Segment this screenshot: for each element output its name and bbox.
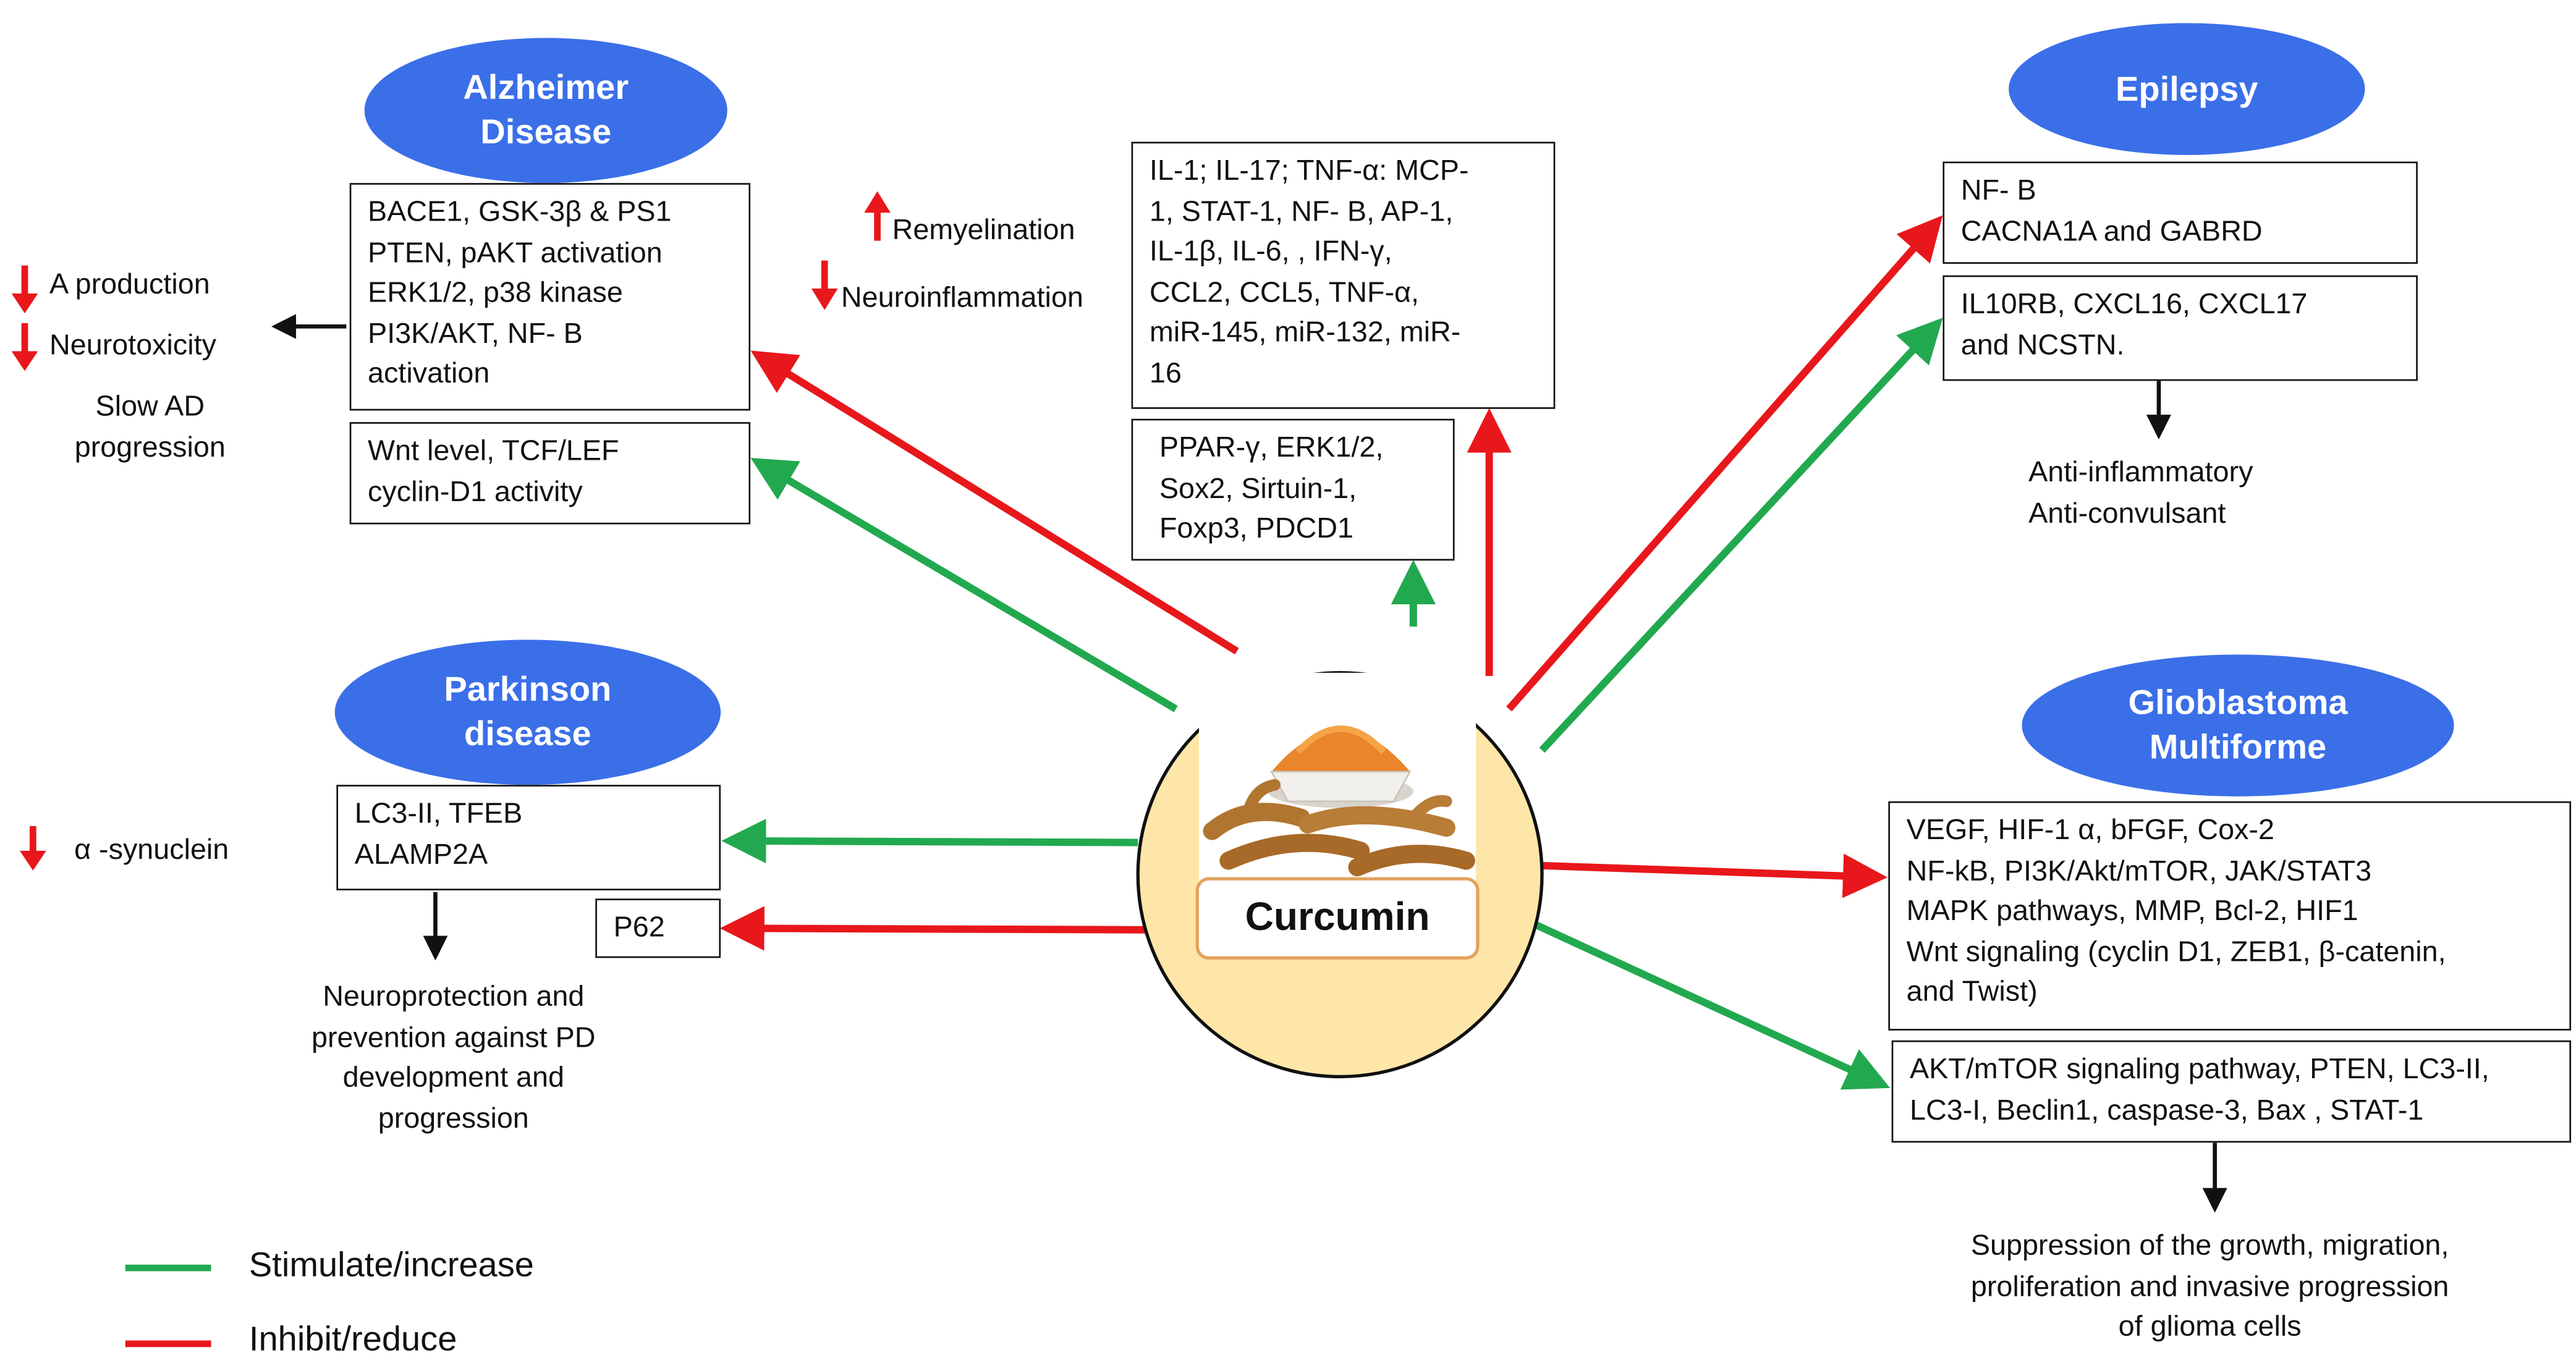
parkinson-title: Parkinson disease [334,640,721,785]
legend-stimulate-line [125,1264,211,1272]
up-arrow-icon-remyelination [864,191,891,241]
alzheimer-effect-a-production: A production [49,267,210,300]
legend-stimulate-label: Stimulate/increase [248,1246,534,1285]
glioblastoma-stimulate-box: AKT/mTOR signaling pathway, PTEN, LC3-II… [1891,1040,2572,1143]
arrow-inhibit-alzheimer [750,350,1239,655]
epilepsy-outcome: Anti-inflammatory Anti-convulsant [2028,455,2253,529]
down-arrow-icon-a-production [11,265,38,313]
arrow-inhibit-glioblastoma [1541,853,1888,898]
epilepsy-title: Epilepsy [2009,23,2365,155]
arrow-inhibit-epilepsy [1506,215,1943,712]
parkinson-effect-synuclein: α -synuclein [74,832,229,866]
down-arrow-icon-neuroinflammation [811,260,838,310]
alzheimer-outcome: Slow AD progression [74,389,226,463]
arrow-inhibit-parkinson [719,906,1178,951]
parkinson-outcome: Neuroprotection and prevention against P… [311,979,596,1134]
ms-remyelination: Remyelination [892,213,1075,246]
curcumin-label: Curcumin [1195,877,1480,960]
arrow-stimulate-alzheimer [750,458,1178,712]
ms-inhibit-box: IL-1; IL-17; TNF-α: MCP- 1, STAT-1, NF- … [1131,141,1556,409]
epilepsy-inhibit-box: NF- B CACNA1A and GABRD [1943,161,2418,264]
arrow-stimulate-parkinson [721,819,1138,864]
arrow-stimulate-glioblastoma [1523,916,1891,1090]
arrow-stimulate-epilepsy [1539,318,1943,753]
glioblastoma-title: Glioblastoma Multiforme [2022,654,2454,796]
alzheimer-title: Alzheimer Disease [364,38,727,184]
alzheimer-stimulate-box: Wnt level, TCF/LEF cyclin-D1 activity [349,422,751,525]
down-arrow-icon-neurotoxicity [11,323,38,371]
legend-inhibit-line [125,1340,211,1348]
alzheimer-inhibit-box: BACE1, GSK-3β & PS1 PTEN, pAKT activatio… [349,183,751,411]
legend-inhibit-label: Inhibit/reduce [248,1320,457,1359]
glioblastoma-inhibit-box: VEGF, HIF-1 α, bFGF, Cox-2 NF-kB, PI3K/A… [1888,801,2572,1031]
alzheimer-effect-neurotoxicity: Neurotoxicity [49,328,216,361]
ms-neuroinflammation: Neuroinflammation [841,280,1083,313]
parkinson-inhibit-box: P62 [595,898,721,958]
glioblastoma-outcome: Suppression of the growth, migration, pr… [1970,1228,2449,1343]
ms-stimulate-box: PPAR-γ, ERK1/2, Sox2, Sirtuin-1, Foxp3, … [1131,418,1455,561]
parkinson-stimulate-box: LC3-II, TFEB ALAMP2A [336,785,721,890]
down-arrow-icon-synuclein [20,826,46,871]
epilepsy-stimulate-box: IL10RB, CXCL16, CXCL17 and NCSTN. [1943,275,2418,381]
turmeric-powder-and-roots-icon [1198,672,1477,887]
